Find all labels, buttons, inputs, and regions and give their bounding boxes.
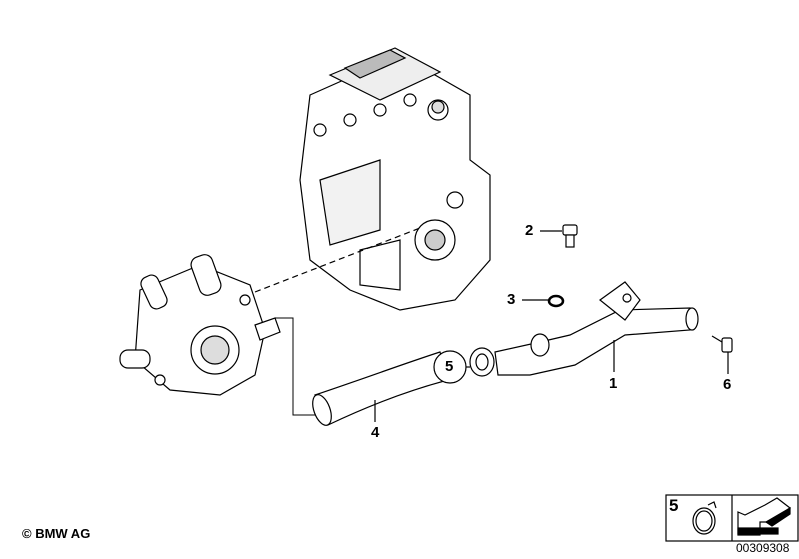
legend-box (665, 494, 799, 542)
bolt-illustration (562, 224, 578, 248)
pipe-illustration (494, 281, 699, 376)
legend-number: 5 (669, 496, 679, 515)
bolt-illustration (711, 335, 733, 353)
hose-illustration (312, 351, 449, 426)
callout-6: 6 (723, 376, 732, 393)
callout-1: 1 (609, 375, 618, 392)
hose-clamp-icon (692, 501, 717, 535)
diagram-code: 00309308 (736, 541, 790, 555)
callout-5: 5 (445, 358, 454, 375)
callout-2: 2 (525, 222, 534, 239)
callout-3: 3 (507, 291, 516, 308)
callout-4: 4 (371, 424, 380, 441)
clamp-illustration (469, 347, 495, 377)
copyright: © BMW AG (22, 526, 91, 541)
arrow-icon (737, 497, 792, 536)
water-pump-illustration (119, 254, 281, 396)
engine-block-illustration (299, 47, 491, 311)
